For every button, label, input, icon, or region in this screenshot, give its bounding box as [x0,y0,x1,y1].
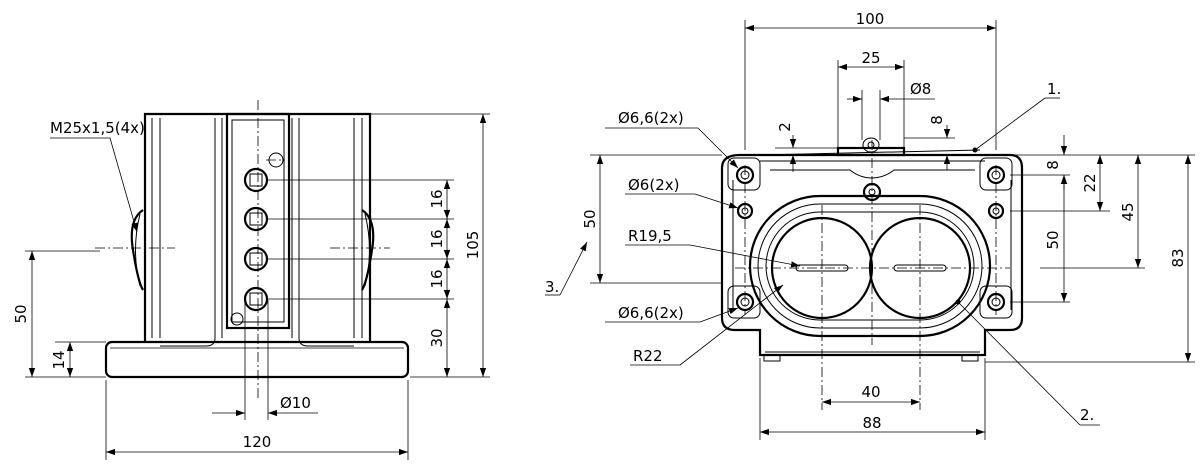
dim-r22: R22 [633,347,663,365]
housing-body [143,112,372,342]
dim-50-left: 50 [12,304,30,323]
dim-40: 40 [861,383,880,401]
dim-22: 22 [1081,173,1099,192]
left-gland [130,209,144,291]
dim-105: 105 [464,231,482,260]
hole-4 [243,286,269,312]
right-gland [361,209,375,291]
dim-8-right: 8 [1044,160,1062,170]
dim-25: 25 [861,49,880,67]
dim-hole-mid: Ø6(2x) [628,176,679,194]
dim-hole-bottom: Ø6,6(2x) [618,304,684,322]
dim-8-top: 8 [928,115,946,125]
dim-2: 2 [776,122,794,132]
dim-r19: R19,5 [628,227,672,245]
dim-16-c: 16 [428,269,446,288]
dim-dia-10: Ø10 [280,394,311,412]
dim-16-a: 16 [428,189,446,208]
dim-dia-8: Ø8 [910,80,931,98]
dim-30: 30 [428,328,446,347]
dim-88: 88 [862,414,881,432]
housing-outline [720,153,1024,357]
hole-1 [243,167,269,193]
dim-45: 45 [1119,202,1137,221]
callout-1: 1. [1047,80,1061,98]
thread-note: M25x1,5(4x) [50,119,145,137]
dim-83: 83 [1169,248,1187,267]
dim-hole-top: Ø6,6(2x) [618,109,684,127]
callout-3: 3. [545,278,559,296]
base-plate [104,340,410,379]
hole-2 [243,206,269,232]
dim-14: 14 [50,350,68,369]
callout-2: 2. [1080,406,1094,424]
hole-3 [243,246,269,272]
oval-frame-outer [748,194,992,338]
dim-120: 120 [243,433,272,451]
dim-50-right: 50 [1044,230,1062,249]
top-view: 100 25 Ø8 2 8 1. Ø6,6(2x) Ø6(2x) [545,10,1195,440]
dim-50-left-vert: 50 [581,209,599,228]
dim-100: 100 [856,10,885,28]
dim-16-b: 16 [428,229,446,248]
front-view: M25x1,5(4x) 105 16 16 16 30 50 14 Ø10 [12,100,490,460]
